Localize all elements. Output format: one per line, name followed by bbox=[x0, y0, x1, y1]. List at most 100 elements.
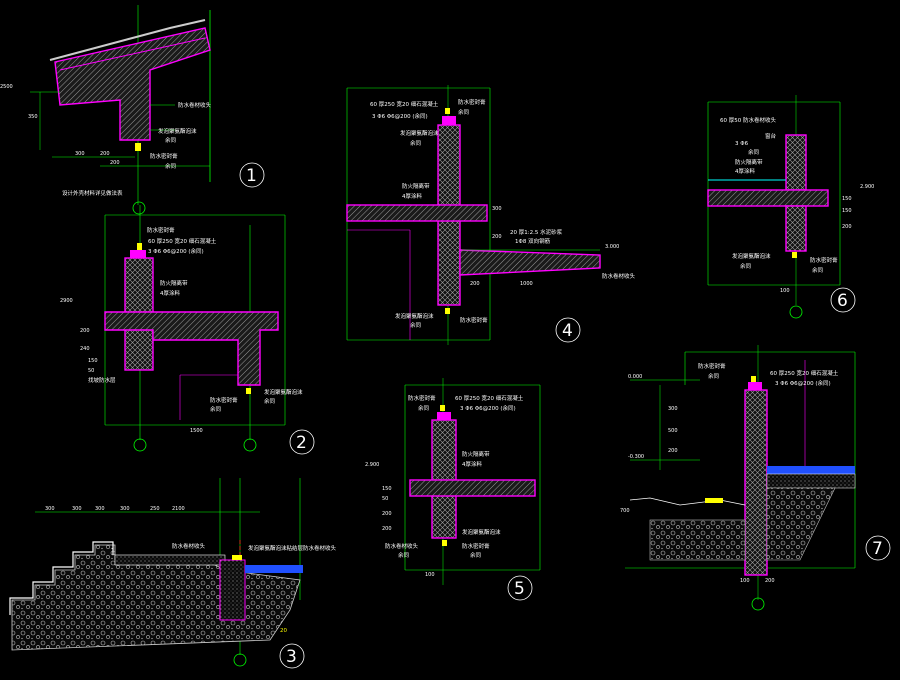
d7-wall bbox=[744, 389, 768, 576]
d1-dim-2: 200 bbox=[110, 160, 120, 166]
d1-seal bbox=[135, 143, 141, 151]
d7-floor-finish bbox=[767, 466, 855, 474]
d7-dim-3: 500 bbox=[668, 428, 678, 434]
d5-wall bbox=[431, 419, 457, 539]
d3-dim-5: 2100 bbox=[172, 506, 185, 512]
detail-1: 防水卷材收头 发泡聚氨酯泡沫 余同 防水密封膏 余同 设计外壳材料详见做法表 3… bbox=[0, 5, 265, 215]
d6-wall-below bbox=[785, 205, 807, 252]
d5-label-1: 余同 bbox=[418, 404, 430, 412]
d3-label-1: 发泡聚氨酯泡沫粘结层防水卷材收头 bbox=[248, 544, 337, 552]
detail-number-circle-6 bbox=[830, 287, 856, 313]
d1-label-2: 余同 bbox=[165, 136, 177, 144]
d2-label-6: 余同 bbox=[210, 405, 222, 413]
d6-label-5: 窗台 bbox=[765, 132, 777, 140]
d2-label-8: 余同 bbox=[264, 397, 276, 405]
d6-dim-1: 150 bbox=[842, 196, 852, 202]
d3-dim-4: 250 bbox=[150, 506, 160, 512]
d6-label-4: 4厚涂料 bbox=[735, 167, 755, 175]
d4-label-11: 发泡聚氨酯泡沫 bbox=[395, 312, 434, 320]
detail-number-circle-4 bbox=[555, 317, 581, 343]
d6-label-8: 防水密封膏 bbox=[810, 256, 838, 264]
detail-number-2: 2 bbox=[296, 433, 307, 453]
detail-3: 防水卷材收头 发泡聚氨酯泡沫粘结层防水卷材收头 20 300 300 300 3… bbox=[9, 478, 337, 669]
d2-label-3: 防火隔离带 bbox=[160, 279, 188, 287]
d2-dim-4: 50 bbox=[88, 368, 94, 374]
d4-label-8: 20 厚1:2.5 水泥砂浆 bbox=[510, 228, 563, 236]
d1-tiles bbox=[49, 19, 206, 61]
d4-label-3: 余同 bbox=[458, 108, 470, 116]
d6-label-0: 60 厚50 防水卷材收头 bbox=[720, 116, 776, 124]
d2-dim-5: 1500 bbox=[190, 428, 203, 434]
d5-label-7: 余同 bbox=[398, 551, 410, 559]
d7-label-2: 60 厚250 宽20 细石混凝土 bbox=[770, 369, 839, 377]
detail-number-circle-1 bbox=[239, 162, 265, 188]
d5-dim-4: 200 bbox=[382, 526, 392, 532]
d5-dim-3: 200 bbox=[382, 511, 392, 517]
d7-outside-ground bbox=[649, 519, 746, 561]
d6-label-6: 发泡聚氨酯泡沫 bbox=[732, 252, 771, 260]
detail-number-circle-5 bbox=[507, 575, 533, 601]
d2-dim-0: 2900 bbox=[60, 298, 73, 304]
detail-4: 60 厚250 宽20 细石混凝土 3 Φ6 Φ6@200 (余同) 防水密封膏… bbox=[346, 85, 636, 345]
d2-dim-1: 200 bbox=[80, 328, 90, 334]
d1-dim-4: 2500 bbox=[0, 84, 13, 90]
d3-stair-edge bbox=[9, 541, 114, 615]
d2-label-4: 4厚涂料 bbox=[160, 289, 180, 297]
d7-dim-0: 0.000 bbox=[628, 374, 642, 380]
d6-label-7: 余同 bbox=[740, 262, 752, 270]
d5-label-8: 发泡聚氨酯泡沫 bbox=[462, 528, 501, 536]
d6-dim-3: 200 bbox=[842, 224, 852, 230]
d2-dim-3: 150 bbox=[88, 358, 98, 364]
d5-slab bbox=[409, 479, 536, 497]
d4-label-5: 4厚涂料 bbox=[402, 192, 422, 200]
d7-dim-5: 700 bbox=[620, 508, 630, 514]
d7-label-3: 3 Φ6 Φ6@200 (余同) bbox=[775, 379, 831, 387]
detail-number-3: 3 bbox=[286, 647, 297, 667]
d5-label-3: 3 Φ6 Φ6@200 (余同) bbox=[460, 404, 516, 412]
d5-label-5: 4厚涂料 bbox=[462, 460, 482, 468]
d1-dim-1: 200 bbox=[100, 151, 110, 157]
d2-label-9: 找坡防水层 bbox=[88, 376, 116, 384]
d2-label-2: 3 Φ6 Φ6@200 (余同) bbox=[148, 247, 204, 255]
detail-number-circle-7 bbox=[865, 535, 891, 561]
d2-dim-2: 240 bbox=[80, 346, 90, 352]
d1-label-4: 余同 bbox=[165, 162, 177, 170]
d2-label-0: 防水密封膏 bbox=[147, 226, 175, 234]
d3-pavement bbox=[114, 554, 226, 566]
d3-dim-1: 300 bbox=[72, 506, 82, 512]
detail-number-6: 6 bbox=[837, 291, 848, 311]
d7-label-1: 余同 bbox=[708, 372, 720, 380]
d6-parapet bbox=[785, 134, 807, 191]
d6-label-2: 余同 bbox=[748, 148, 760, 156]
d5-dim-0: 2.900 bbox=[365, 462, 379, 468]
detail-number-4: 4 bbox=[562, 321, 573, 341]
d5-label-4: 防火隔离带 bbox=[462, 450, 490, 458]
d1-caption: 设计外壳材料详见做法表 bbox=[62, 189, 123, 197]
d1-label-3: 防水密封膏 bbox=[150, 152, 178, 160]
d4-label-6: 发泡聚氨酯泡沫 bbox=[400, 129, 439, 137]
d4-label-9: 1Φ8 双向钢筋 bbox=[515, 237, 551, 245]
d6-dim-2: 150 bbox=[842, 208, 852, 214]
d5-label-9: 防水密封膏 bbox=[462, 542, 490, 550]
d7-dim-4: 200 bbox=[668, 448, 678, 454]
detail-6: 60 厚50 防水卷材收头 3 Φ6 余同 防火隔离带 4厚涂料 窗台 发泡聚氨… bbox=[707, 95, 874, 319]
d1-dim-3: 350 bbox=[28, 114, 38, 120]
d1-waterproof bbox=[59, 37, 206, 71]
d4-dim-2: 3.000 bbox=[605, 244, 619, 250]
d4-label-10: 防水卷材收头 bbox=[602, 272, 636, 280]
d5-label-6: 防水卷材收头 bbox=[385, 542, 419, 550]
d4-label-4: 防火隔离带 bbox=[402, 182, 430, 190]
d2-label-1: 60 厚250 宽20 细石混凝土 bbox=[148, 237, 217, 245]
detail-number-1: 1 bbox=[246, 166, 257, 186]
d5-label-0: 防水密封膏 bbox=[408, 394, 436, 402]
d3-dim-2: 300 bbox=[95, 506, 105, 512]
d2-label-7: 发泡聚氨酯泡沫 bbox=[264, 388, 303, 396]
d7-soil bbox=[766, 487, 836, 561]
d6-label-9: 余同 bbox=[812, 266, 824, 274]
d7-dim-6: 100 bbox=[740, 578, 750, 584]
d6-label-1: 3 Φ6 bbox=[735, 141, 749, 147]
d6-label-3: 防火隔离带 bbox=[735, 158, 763, 166]
d3-label-0: 防水卷材收头 bbox=[172, 542, 206, 550]
d3-dim-0: 300 bbox=[45, 506, 55, 512]
